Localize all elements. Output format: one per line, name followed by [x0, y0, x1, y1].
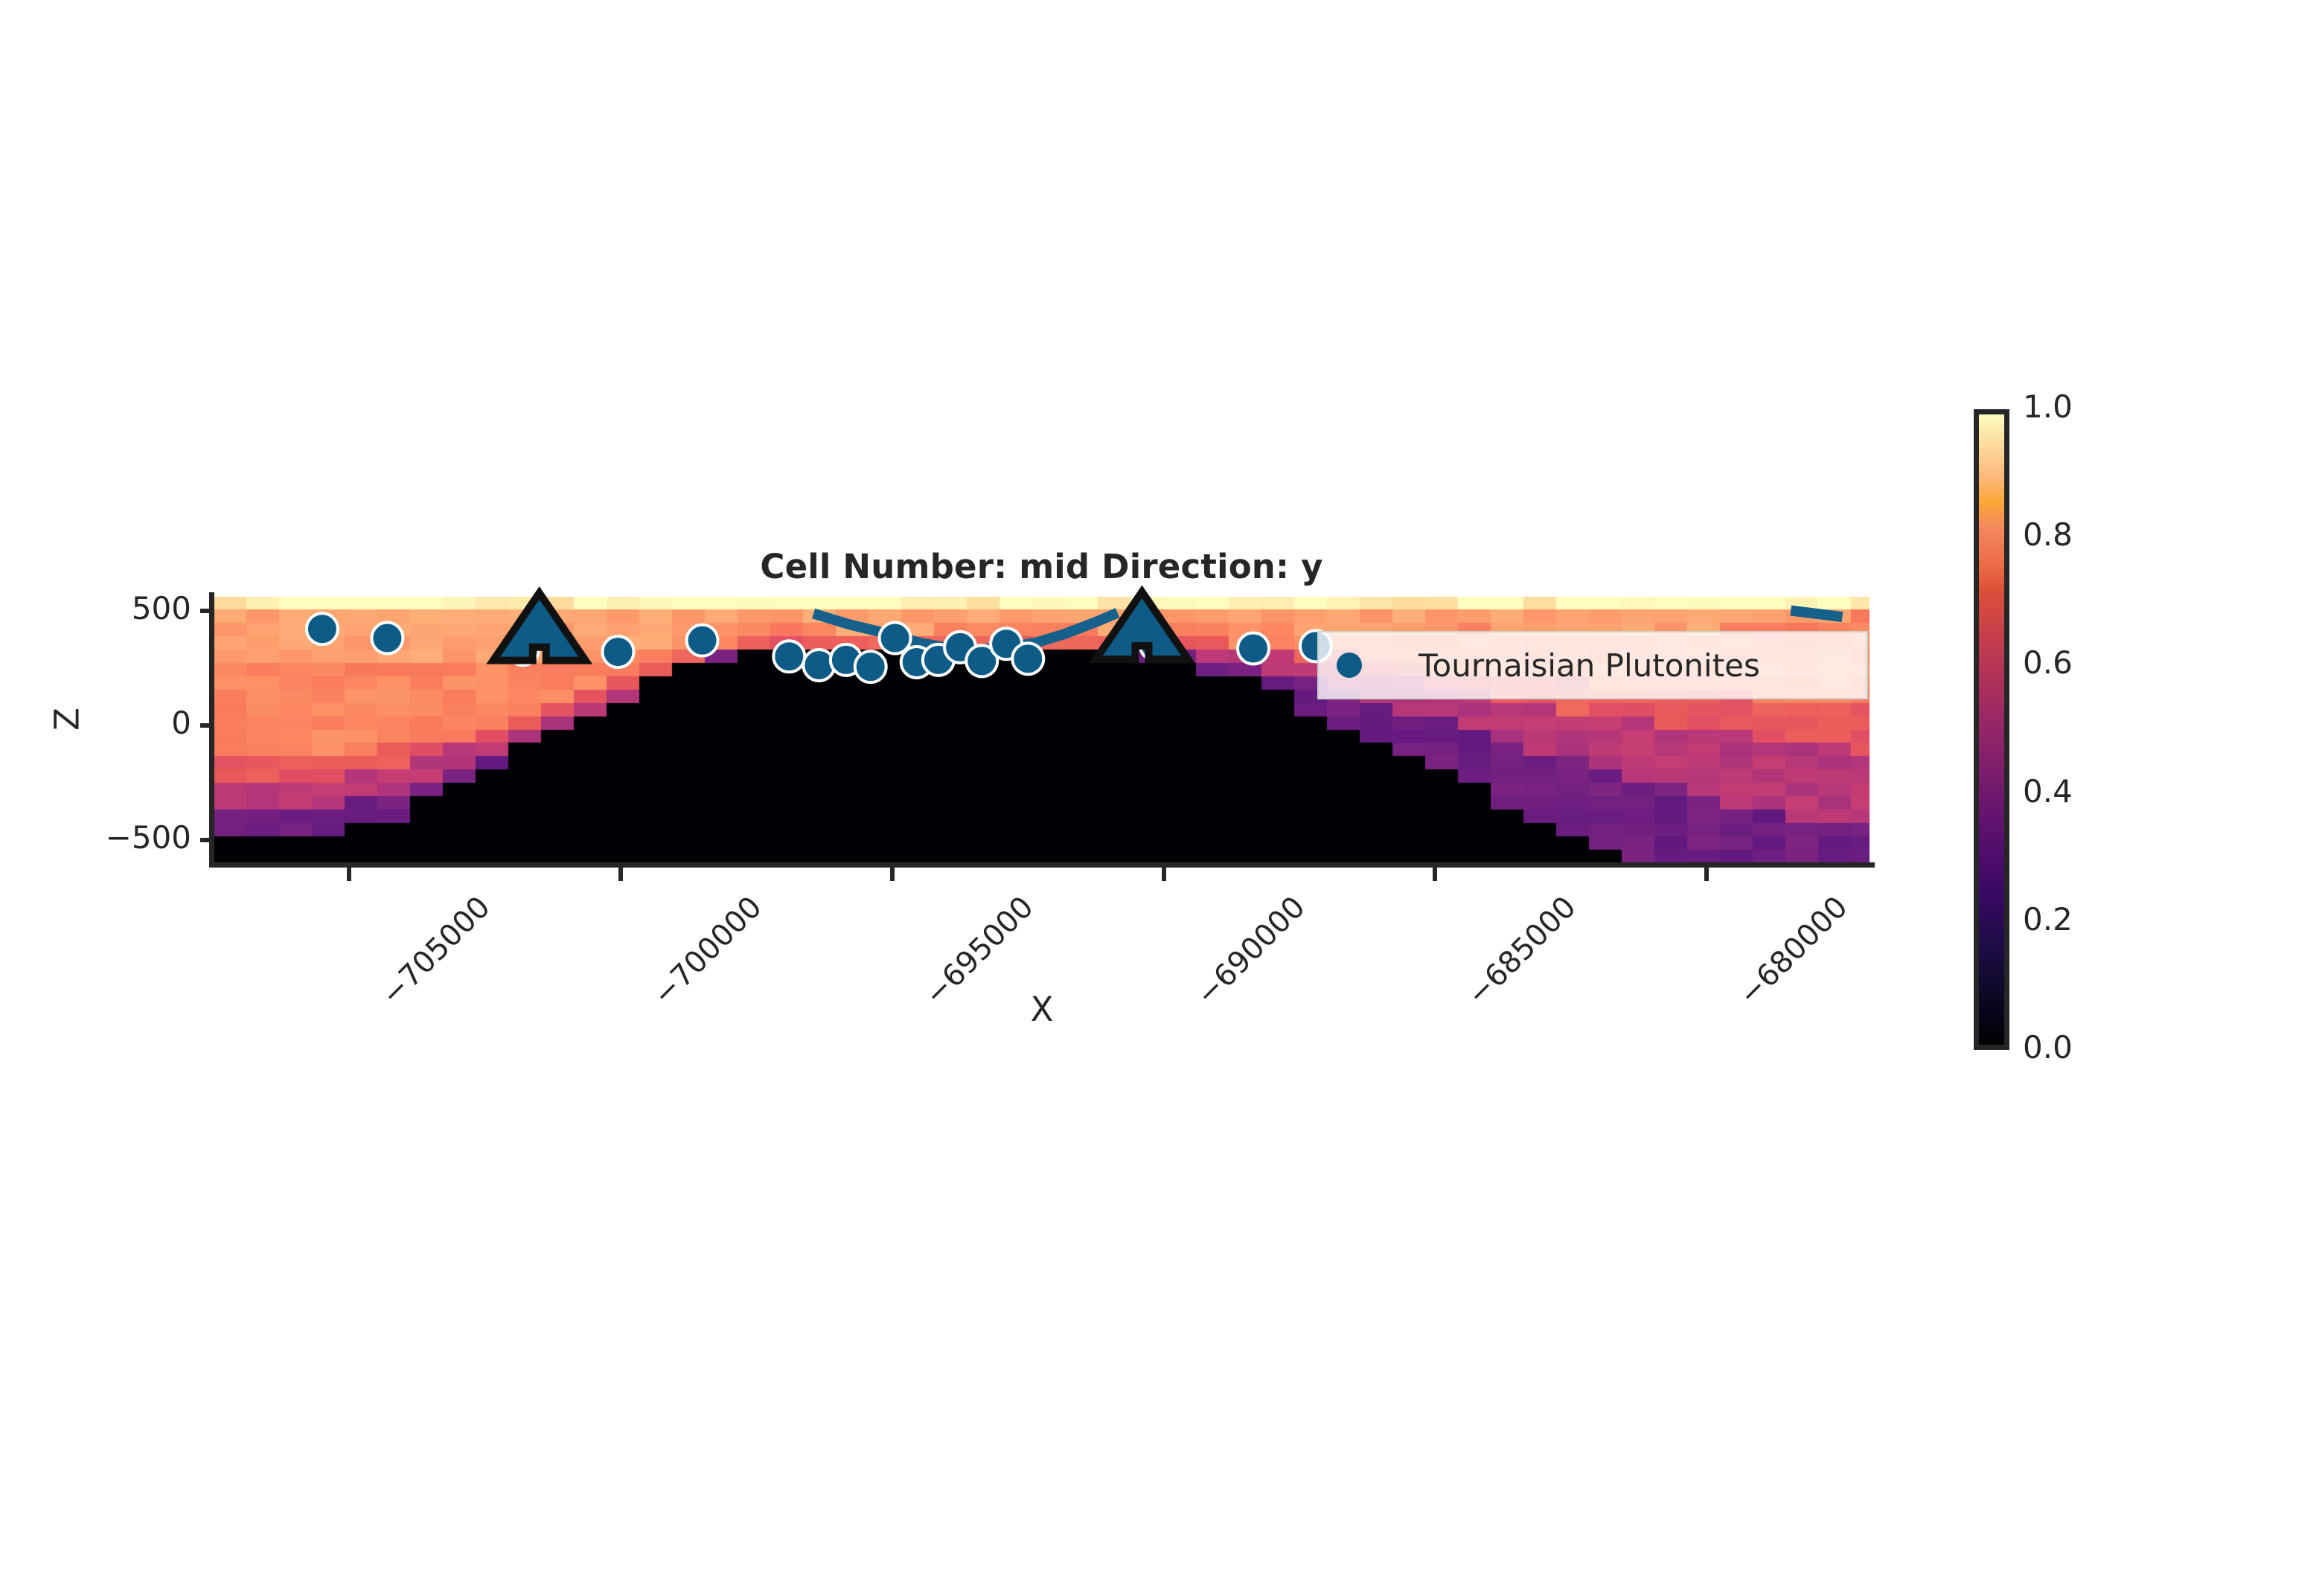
axis-spine-bottom — [209, 862, 1875, 868]
scatter-point[interactable] — [1236, 631, 1271, 666]
colorbar-tick-label: 0.6 — [2023, 644, 2073, 682]
scatter-point[interactable] — [601, 635, 636, 670]
vector-overlay — [304, 585, 1843, 685]
colorbar[interactable]: 1.0 0.8 0.6 0.4 0.2 0.0 — [1974, 388, 2073, 1065]
x-tick-mark — [1161, 868, 1166, 881]
y-tick-mark — [200, 608, 214, 613]
y-tick-mark — [200, 722, 214, 728]
colorbar-gradient — [1974, 409, 2009, 1050]
colorbar-tick-label: 1.0 — [2023, 388, 2073, 425]
colorbar-tick-label: 0.0 — [2023, 1029, 2073, 1065]
scatter-point[interactable] — [772, 639, 807, 674]
x-tick-label: −680000 — [1732, 890, 1855, 1013]
y-tick-label: −500 — [105, 819, 191, 856]
x-tick-mark — [618, 868, 624, 881]
x-tick-label: −705000 — [374, 890, 498, 1013]
scatter-point[interactable] — [853, 650, 888, 685]
horizon-line — [1790, 605, 1843, 623]
x-tick-mark — [889, 868, 895, 881]
x-tick-label: −690000 — [1189, 890, 1312, 1013]
x-tick-mark — [1433, 868, 1438, 881]
colorbar-tick-label: 0.4 — [2023, 772, 2073, 810]
scatter-point[interactable] — [1011, 641, 1046, 676]
x-tick-label: −685000 — [1460, 890, 1584, 1013]
x-tick-mark — [347, 868, 352, 881]
drill-site-marker[interactable] — [1088, 585, 1195, 664]
scatter-point[interactable] — [685, 623, 720, 658]
scatter-point[interactable] — [965, 644, 1000, 679]
colorbar-tick-label: 0.8 — [2023, 516, 2073, 554]
y-tick-label: 500 — [131, 589, 191, 626]
colorbar-tick-label: 0.2 — [2023, 900, 2073, 938]
scatter-point[interactable] — [370, 621, 405, 656]
page-title: Cell Number: mid Direction: y — [760, 547, 1323, 586]
drill-site-marker[interactable] — [486, 586, 593, 664]
legend-box[interactable]: Tournaisian Plutonites — [1317, 631, 1868, 699]
axis-spine-left — [209, 592, 214, 868]
legend-marker-icon — [1337, 653, 1362, 678]
x-axis-label: X — [1030, 990, 1054, 1029]
x-tick-label: −700000 — [646, 890, 769, 1013]
scatter-point[interactable] — [304, 612, 339, 647]
x-tick-mark — [1704, 868, 1709, 881]
y-tick-mark — [200, 838, 214, 843]
y-axis-label: Z — [47, 708, 87, 731]
y-tick-label: 0 — [171, 704, 191, 741]
scatter-point[interactable] — [877, 621, 912, 656]
legend-label: Tournaisian Plutonites — [1419, 647, 1760, 684]
